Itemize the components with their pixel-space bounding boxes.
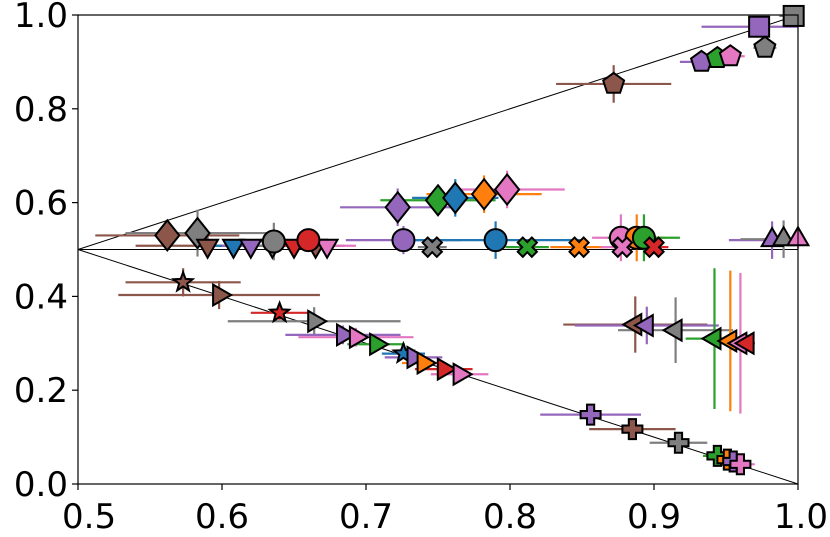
pentagon-point-pink: [718, 44, 742, 67]
triangle-down-point-blue: [221, 238, 246, 260]
y-tick-label: 0.6: [14, 184, 68, 224]
y-tick-label: 0.0: [14, 465, 68, 505]
x-axis: 0.5 0.6 0.7 0.8 0.9 1.0: [62, 484, 828, 537]
triangle-right-point-gray: [307, 309, 329, 334]
diamond-point-purple: [384, 190, 411, 224]
plot-frame: [77, 14, 799, 485]
diamond-point-brown: [154, 218, 181, 253]
x-tick-label: 0.5: [62, 497, 116, 537]
plus-point-purple: [579, 403, 602, 426]
y-tick-label: 0.2: [14, 371, 68, 411]
x-point-gray: [421, 236, 444, 259]
plus-point-gray: [667, 431, 690, 454]
y-tick-label: 0.4: [14, 277, 68, 317]
square-point-gray: [782, 4, 805, 27]
triangle-left-point-green: [700, 326, 722, 351]
triangle-right-point-pink: [452, 362, 474, 387]
triangle-right-point-orange: [416, 350, 438, 376]
x-tick-label: 0.9: [627, 497, 681, 537]
x-point-red: [642, 236, 666, 259]
circle-point-purple: [391, 228, 416, 253]
diamond-point-blue: [442, 181, 469, 215]
circle-point-red: [296, 228, 321, 253]
circle-point-blue: [483, 228, 508, 253]
triangle-up-point-gray: [771, 225, 796, 247]
x-tick-label: 1.0: [774, 497, 828, 537]
y-tick-label: 0.8: [14, 90, 68, 130]
triangle-left-point-red: [733, 331, 755, 356]
x-tick-label: 0.8: [483, 497, 537, 537]
triangle-right-point-red: [436, 356, 458, 382]
diamond-point-pink: [493, 172, 521, 207]
diamond-point-orange: [470, 177, 498, 211]
circle-point-gray: [261, 229, 286, 254]
pentagon-point-gray: [753, 35, 777, 58]
y-tick-label: 1.0: [14, 0, 68, 36]
x-point-orange: [568, 236, 591, 259]
triangle-right-point-purple: [336, 322, 357, 348]
plus-point-pink: [729, 453, 752, 476]
triangle-right-point-brown: [212, 282, 234, 308]
triangle-right-point-pink: [348, 325, 370, 350]
triangle-right-point-green: [369, 332, 391, 357]
square-point-purple: [748, 15, 771, 38]
x-tick-label: 0.7: [339, 497, 393, 537]
x-point-green: [516, 236, 539, 259]
triangle-down-point-brown: [195, 238, 220, 260]
triangle-down-point-purple: [238, 238, 263, 260]
data-points: [154, 4, 811, 476]
star-point-red: [267, 299, 292, 324]
triangle-down-point-pink: [314, 238, 340, 260]
triangle-left-point-gray: [661, 318, 683, 343]
pentagon-point-brown: [602, 71, 626, 94]
star-point-brown: [170, 269, 196, 293]
x-tick-label: 0.6: [195, 497, 249, 537]
y-axis: 0.0 0.2 0.4 0.6 0.8 1.0: [14, 0, 78, 505]
x-point-pink: [611, 236, 634, 259]
triangle-right-point-purple: [406, 345, 428, 370]
plus-point-brown: [621, 418, 644, 441]
triangle-left-point-purple: [632, 313, 654, 338]
